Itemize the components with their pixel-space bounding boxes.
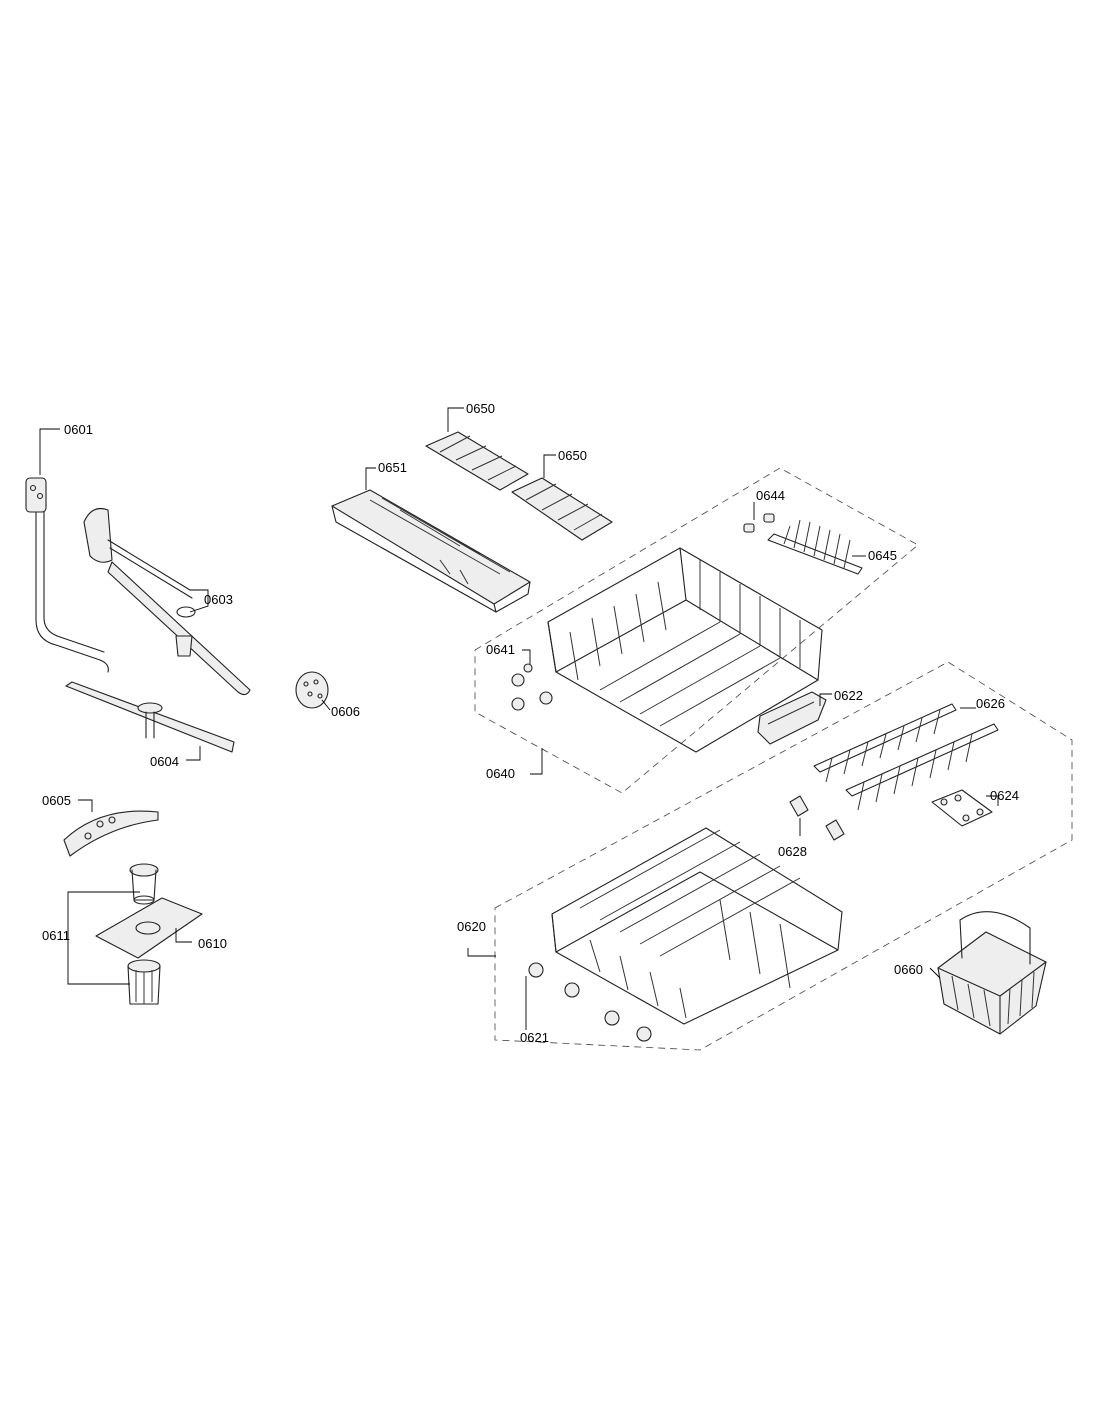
callout-0604: 0604 xyxy=(150,746,201,769)
callout-0604-label: 0604 xyxy=(150,754,179,769)
upper-rack-region-outline xyxy=(474,467,919,794)
callout-0606-label: 0606 xyxy=(331,704,360,719)
callout-0641-label: 0641 xyxy=(486,642,515,657)
callout-0603-label: 0603 xyxy=(204,592,233,607)
callout-0641: 0641 xyxy=(486,642,531,664)
part-0650-cup-shelf-a[interactable] xyxy=(425,431,529,491)
part-0650-cup-shelf-b[interactable] xyxy=(511,477,613,541)
callout-0601: 0601 xyxy=(39,422,93,475)
callout-0603: 0603 xyxy=(189,589,233,613)
part-0626-tine-row-a[interactable] xyxy=(813,703,957,783)
part-0605-filter-cover[interactable] xyxy=(63,810,159,857)
callout-0620: 0620 xyxy=(457,919,496,957)
part-0641-rack-rollers[interactable] xyxy=(511,663,553,711)
callout-0621: 0621 xyxy=(520,976,549,1045)
callout-0624: 0624 xyxy=(986,788,1019,806)
callout-0621-label: 0621 xyxy=(520,1030,549,1045)
callout-0611-label: 0611 xyxy=(42,928,70,943)
part-0628-tine-holders[interactable] xyxy=(789,795,845,841)
callout-0626-label: 0626 xyxy=(976,696,1005,711)
callout-0622: 0622 xyxy=(819,688,863,706)
callout-0622-label: 0622 xyxy=(834,688,863,703)
callout-0628-label: 0628 xyxy=(778,844,807,859)
part-0611-fine-filter-top[interactable] xyxy=(129,863,159,905)
part-0624-clip-set[interactable] xyxy=(931,789,993,827)
lower-rack-region-outline xyxy=(494,661,1073,1051)
callout-0660-label: 0660 xyxy=(894,962,923,977)
callout-0606: 0606 xyxy=(321,699,360,719)
callout-0628: 0628 xyxy=(778,818,807,859)
callout-0620-label: 0620 xyxy=(457,919,486,934)
callout-0645: 0645 xyxy=(852,548,897,563)
part-0604-lower-spray-arm[interactable] xyxy=(65,681,235,753)
callout-0640: 0640 xyxy=(486,748,543,781)
callout-0650b: 0650 xyxy=(543,448,587,478)
callout-0611: 0611 xyxy=(42,891,140,985)
callout-0601-label: 0601 xyxy=(64,422,93,437)
callout-0650b-label: 0650 xyxy=(558,448,587,463)
part-0620-lower-rack[interactable] xyxy=(551,827,843,1025)
callout-0626: 0626 xyxy=(960,696,1005,711)
part-0640-upper-rack[interactable] xyxy=(547,547,823,753)
part-0606-disc[interactable] xyxy=(295,671,329,709)
callout-0610: 0610 xyxy=(175,928,227,951)
part-0660-cutlery-basket[interactable] xyxy=(937,911,1047,1035)
part-0626-tine-row-b[interactable] xyxy=(845,723,999,811)
callout-0660: 0660 xyxy=(894,962,941,979)
callout-0650a-label: 0650 xyxy=(466,401,495,416)
part-0610-flat-filter[interactable] xyxy=(95,897,203,959)
callout-0645-label: 0645 xyxy=(868,548,897,563)
part-0621-rack-wheels[interactable] xyxy=(528,962,652,1042)
callout-0605: 0605 xyxy=(42,793,93,812)
part-0622-holder[interactable] xyxy=(757,691,827,745)
part-0603-upper-spray-arm[interactable] xyxy=(83,507,251,696)
callout-0644: 0644 xyxy=(753,488,785,520)
callout-0651: 0651 xyxy=(365,460,407,490)
part-0644-clips[interactable] xyxy=(743,513,775,533)
callout-0610-label: 0610 xyxy=(198,936,227,951)
part-0611-fine-filter-bottom[interactable] xyxy=(127,959,161,1005)
part-0601-supply-pipe[interactable] xyxy=(25,477,109,673)
callout-0650a: 0650 xyxy=(447,401,495,432)
part-0651-cutlery-tray[interactable] xyxy=(331,489,531,613)
callout-0651-label: 0651 xyxy=(378,460,407,475)
callout-0624-label: 0624 xyxy=(990,788,1019,803)
callout-0640-label: 0640 xyxy=(486,766,515,781)
part-0645-fold-down-tine-rack[interactable] xyxy=(767,519,863,575)
callout-0605-label: 0605 xyxy=(42,793,71,808)
callout-0644-label: 0644 xyxy=(756,488,785,503)
